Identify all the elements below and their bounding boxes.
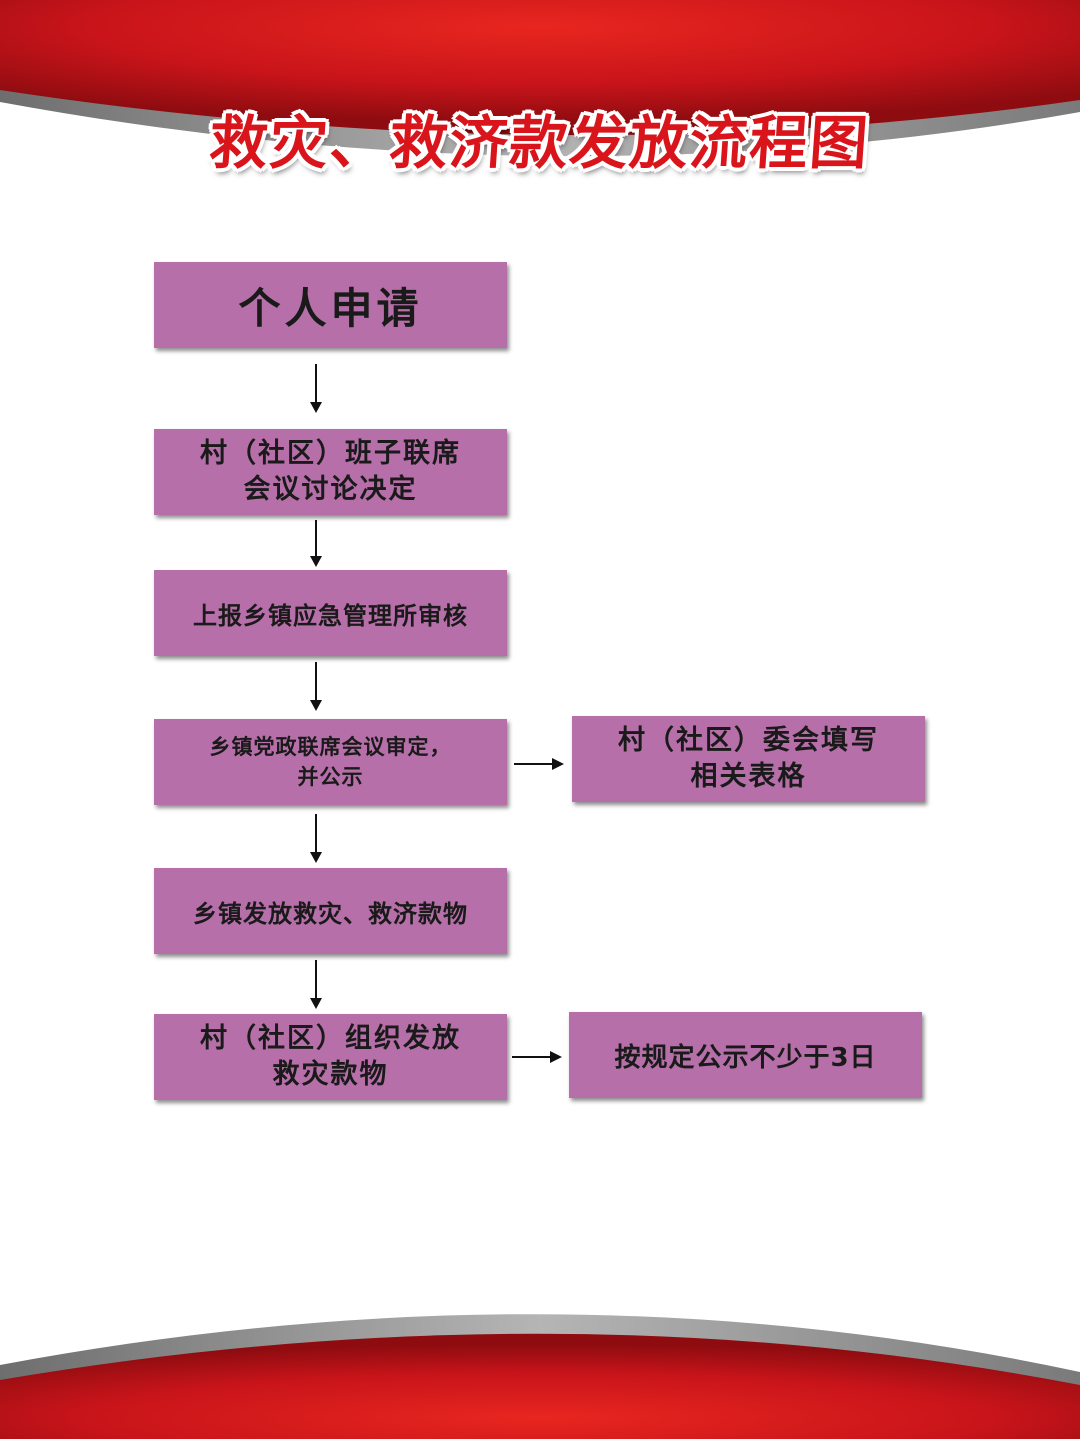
step-fill-forms: 村（社区）委会填写 相关表格: [572, 716, 925, 802]
bottom-banner: [0, 1314, 1080, 1439]
step-public-notice: 按规定公示不少于3日: [569, 1012, 922, 1098]
page-title: 救灾、救济款发放流程图: [207, 109, 873, 177]
arrow-down-4: [310, 814, 322, 863]
arrow-down-3: [310, 662, 322, 711]
step-personal-application: 个人申请: [154, 262, 507, 348]
arrow-right-1: [514, 758, 564, 770]
step-township-approval: 乡镇党政联席会议审定， 并公示: [154, 719, 507, 805]
step-township-review: 上报乡镇应急管理所审核: [154, 570, 507, 656]
step-township-distribution: 乡镇发放救灾、救济款物: [154, 868, 507, 954]
top-banner: [0, 0, 1080, 157]
arrow-down-1: [310, 364, 322, 413]
step-village-distribution: 村（社区）组织发放 救灾款物: [154, 1014, 507, 1100]
arrow-down-5: [310, 960, 322, 1009]
step-village-meeting: 村（社区）班子联席 会议讨论决定: [154, 429, 507, 515]
arrow-down-2: [310, 520, 322, 567]
arrow-right-2: [512, 1051, 562, 1063]
